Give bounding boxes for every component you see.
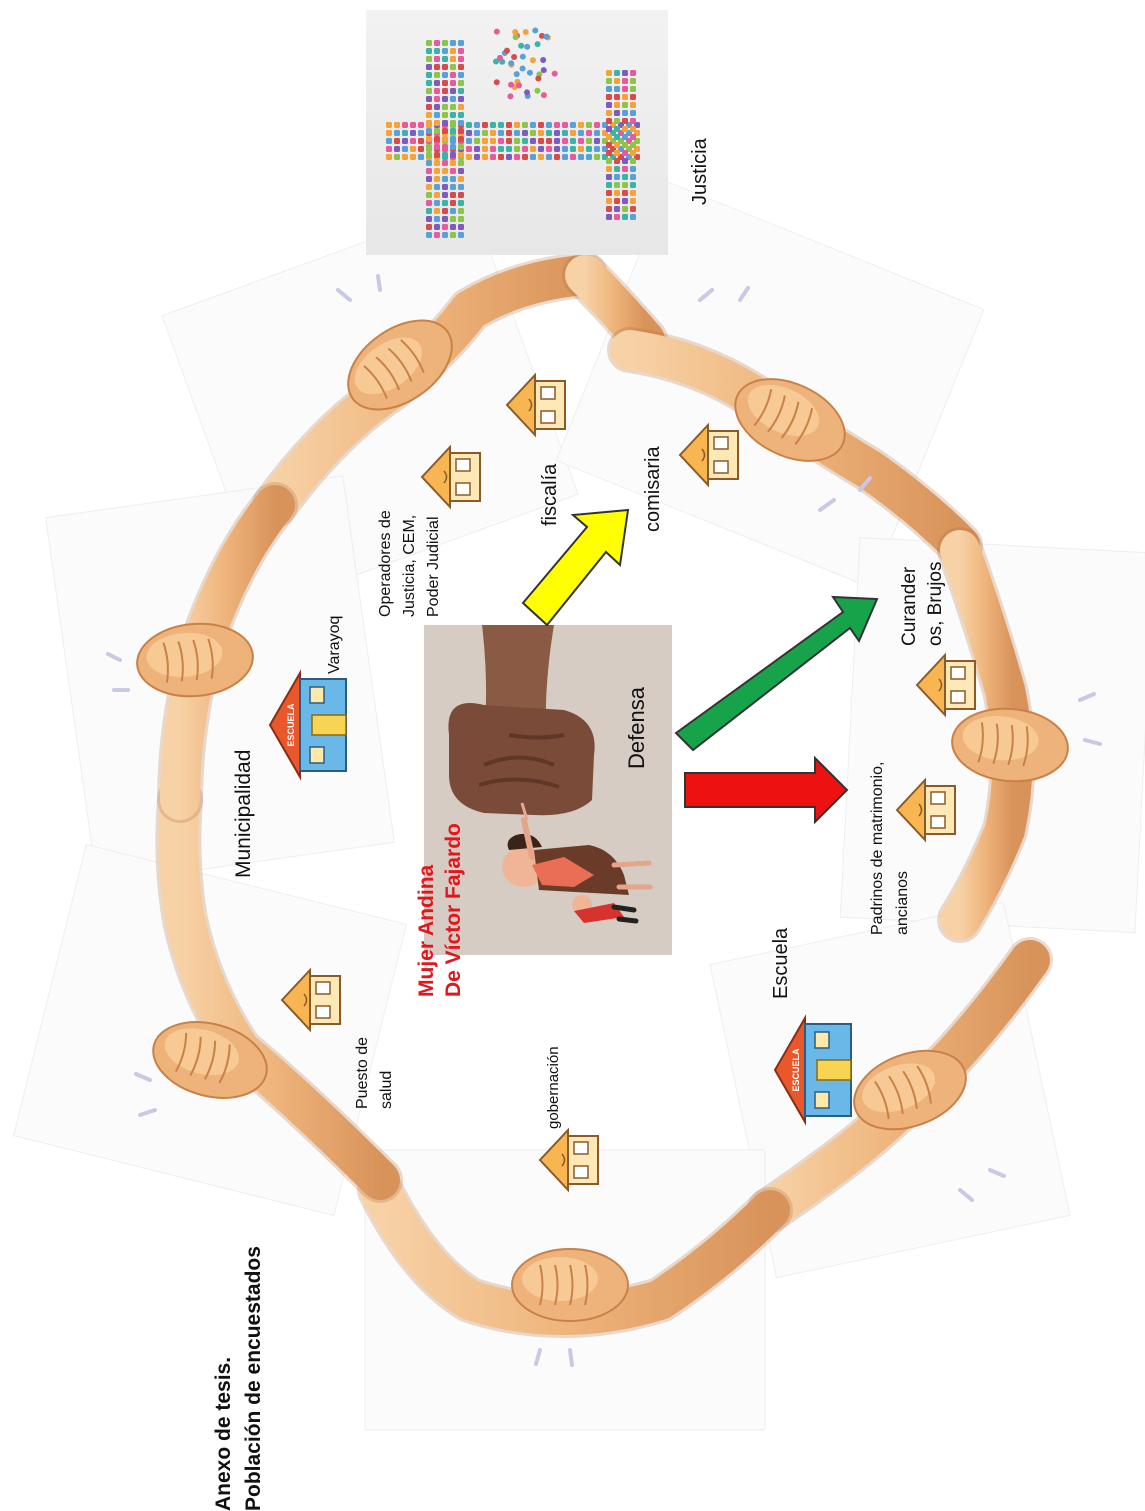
sparkle-mark (738, 286, 750, 302)
sparkle-mark (106, 652, 122, 662)
sparkle-mark (958, 1188, 974, 1202)
sparkle-mark (1083, 738, 1102, 746)
handshake-icon (853, 1049, 967, 1131)
mother-child-icon (502, 817, 653, 924)
label-fiscalia: fiscalía (539, 463, 561, 526)
label-padrinos: Padrinos de matrimonio,ancianos (869, 761, 911, 935)
justice-scale-icon (386, 27, 640, 238)
sparkle-mark (1078, 692, 1096, 702)
handshake-icon (347, 319, 453, 411)
handshake-icon (511, 1248, 629, 1322)
label-varayoq: Varayoq (326, 615, 343, 674)
sparkle-mark (698, 288, 714, 302)
justice-picture (366, 10, 668, 255)
arm-7 (158, 780, 400, 1200)
handshake-icon (734, 378, 846, 462)
sparkle-mark (138, 1108, 157, 1117)
center-photo (424, 625, 672, 955)
label-justicia: Justicia (689, 138, 711, 205)
sparkle-mark (534, 1348, 542, 1366)
sparkle-mark (988, 1168, 1006, 1178)
sparkle-mark (568, 1348, 574, 1367)
handshake-icon (951, 707, 1069, 783)
label-escuela: Escuela (770, 927, 792, 999)
label-gobernacion: gobernación (545, 1046, 562, 1129)
label-municipalidad: Municipalidad (232, 749, 255, 878)
sparkle-mark (376, 274, 382, 292)
sparkle-mark (818, 498, 836, 512)
page-title: Anexo de tesis.Población de encuestados (212, 1246, 265, 1511)
handshake-icon (152, 1021, 268, 1099)
sparkle-mark (336, 288, 352, 302)
sparkle-mark (134, 1072, 152, 1082)
handshake-icon (136, 622, 254, 698)
sparkle-mark (858, 476, 872, 492)
label-comisaria: comisaria (642, 446, 664, 532)
label-defensa: Defensa (624, 687, 649, 769)
fist-icon (448, 625, 595, 821)
